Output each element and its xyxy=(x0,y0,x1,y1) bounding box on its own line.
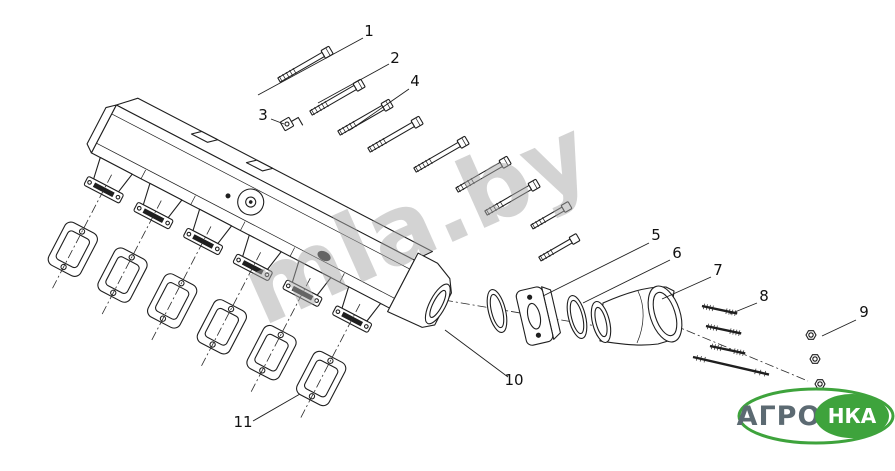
center-boss-hole xyxy=(245,196,257,208)
callouts: 1 2 3 4 5 6 7 8 9 10 11 xyxy=(233,22,868,431)
spacer-block xyxy=(515,286,561,346)
port-divider xyxy=(140,169,146,179)
manifold-rib xyxy=(111,113,410,270)
nut xyxy=(809,354,821,364)
callout-label-2: 2 xyxy=(390,49,400,67)
callout-label-5: 5 xyxy=(651,226,661,244)
nut xyxy=(814,379,826,389)
stud-long xyxy=(692,355,770,377)
manifold-rib xyxy=(96,142,395,299)
axis-line xyxy=(250,277,311,392)
port-divider xyxy=(289,247,296,257)
body-dot xyxy=(225,193,231,199)
outlet-opening xyxy=(424,283,451,325)
leader-lines xyxy=(252,37,857,422)
axis-line xyxy=(101,200,162,315)
outlet-bore xyxy=(429,289,447,318)
callout-label-4: 4 xyxy=(410,72,420,90)
callout-label-8: 8 xyxy=(759,287,769,305)
axis-line xyxy=(300,303,361,418)
top-boss xyxy=(190,130,219,143)
body-mark xyxy=(317,250,331,262)
center-boss-dot xyxy=(248,200,253,204)
callout-label-1: 1 xyxy=(364,22,374,40)
port-divider xyxy=(240,221,246,231)
logo-badge-ellipse xyxy=(815,394,889,438)
port-divider xyxy=(339,273,345,283)
callout-label-7: 7 xyxy=(713,261,723,279)
axis-line xyxy=(52,174,112,289)
breather-fitting xyxy=(279,116,304,132)
callout-label-9: 9 xyxy=(859,303,869,321)
elbow-pipe xyxy=(590,285,683,346)
axis-line xyxy=(151,226,212,341)
callout-label-3: 3 xyxy=(258,106,268,124)
axis-line xyxy=(201,252,261,367)
callout-label-11: 11 xyxy=(233,413,252,431)
callout-label-10: 10 xyxy=(504,371,523,389)
manifold-assembly xyxy=(45,97,452,418)
port-divider xyxy=(190,195,196,205)
logo-brand-text: АГРО xyxy=(737,401,822,432)
top-boss xyxy=(245,159,274,172)
nut xyxy=(805,330,817,340)
manifold-end-cap xyxy=(86,104,117,154)
callout-label-6: 6 xyxy=(672,244,682,262)
brand-logo: АГРО НКА xyxy=(737,387,895,445)
logo-badge-text: НКА xyxy=(828,404,877,428)
